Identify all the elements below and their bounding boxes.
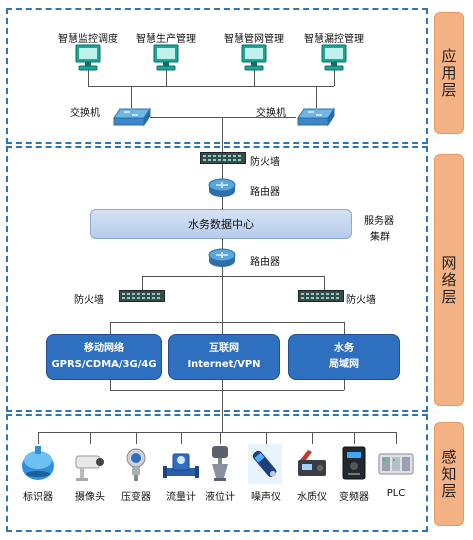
terminal-label-3: 智慧管网管理 [224, 34, 284, 45]
camera-icon [75, 455, 104, 481]
water-lan-box: 水务 局域网 [288, 334, 400, 380]
computer-icon [241, 44, 267, 71]
water-quality-meter-icon [298, 450, 326, 476]
network-bus-line [110, 322, 344, 323]
device-drop-4 [181, 432, 182, 444]
device-drop-3 [136, 432, 137, 444]
network-bottom-bus [110, 390, 344, 391]
net-lan-up [344, 322, 345, 334]
fw-left-drop [142, 276, 143, 290]
device-label-pressure: 压变器 [121, 492, 151, 503]
app-switch-right-up [316, 86, 317, 108]
device-label-water-quality: 水质仪 [297, 492, 327, 503]
terminal-label-4: 智慧漏控管理 [304, 34, 364, 45]
marker-icon [22, 446, 54, 480]
device-drop-2 [90, 432, 91, 444]
device-drop-6 [266, 432, 267, 444]
server-cluster-label-1: 服务器 [364, 216, 394, 227]
device-drop-5 [220, 432, 221, 444]
fw-right-drop [324, 276, 325, 290]
computer-icon [321, 44, 347, 71]
computer-icon [153, 44, 179, 71]
device-drop-7 [312, 432, 313, 444]
water-lan-subtitle: 局域网 [329, 359, 359, 370]
net-trunk-2 [222, 239, 223, 309]
firewall-right-label: 防火墙 [346, 295, 376, 306]
net-to-devices [222, 380, 223, 432]
device-label-inverter: 变频器 [339, 492, 369, 503]
device-bus-line [38, 432, 396, 433]
router-icon [208, 178, 236, 197]
server-cluster-label-2: 集群 [370, 232, 390, 243]
firewall-icon [119, 290, 165, 302]
mobile-network-box: 移动网络 GPRS/CDMA/3G/4G [46, 334, 162, 380]
firewall-bus-line [142, 276, 324, 277]
perception-zone [6, 414, 428, 532]
internet-subtitle: Internet/VPN [187, 359, 261, 370]
device-label-camera: 摄像头 [75, 492, 105, 503]
app-switch-left-up [131, 86, 132, 108]
switch-right-label: 交换机 [256, 108, 286, 119]
water-lan-title: 水务 [334, 343, 354, 354]
inverter-icon [342, 446, 366, 480]
application-layer-label: 应用层 [439, 47, 458, 99]
network-layer-label: 网络层 [439, 254, 458, 306]
router-icon [208, 248, 236, 267]
router-top-label: 路由器 [250, 187, 280, 198]
terminal-label-2: 智慧生产管理 [136, 34, 196, 45]
app-drop-4 [334, 70, 335, 86]
switch-left-label: 交换机 [70, 108, 100, 119]
app-drop-2 [166, 70, 167, 86]
device-label-noise: 噪声仪 [251, 492, 281, 503]
firewall-icon [298, 290, 344, 302]
app-drop-3 [254, 70, 255, 86]
net-mobile-up [110, 322, 111, 334]
device-drop-1 [38, 432, 39, 444]
flow-meter-icon [163, 453, 199, 478]
switch-icon [113, 107, 151, 127]
level-meter-icon [212, 446, 228, 481]
perception-layer-label: 感知层 [439, 448, 458, 500]
data-center-label: 水务数据中心 [188, 218, 254, 231]
network-layer-tab: 网络层 [434, 154, 464, 406]
router-bottom-label: 路由器 [250, 257, 280, 268]
device-label-plc: PLC [386, 488, 406, 499]
app-bus-line [88, 86, 334, 87]
network-zone [6, 146, 428, 412]
app-drop-1 [88, 70, 89, 86]
perception-layer-tab: 感知层 [434, 422, 464, 526]
plc-icon [378, 453, 414, 475]
device-drop-8 [354, 432, 355, 444]
mobile-network-subtitle: GPRS/CDMA/3G/4G [51, 359, 157, 370]
mobile-network-title: 移动网络 [84, 343, 124, 354]
internet-title: 互联网 [209, 343, 239, 354]
net-lan-down [344, 380, 345, 390]
data-center: 水务数据中心 [90, 209, 352, 239]
switch-icon [297, 107, 335, 127]
noise-logger-icon [248, 444, 282, 484]
firewall-top-label: 防火墙 [250, 157, 280, 168]
switch-link-line [150, 117, 296, 118]
internet-box: 互联网 Internet/VPN [168, 334, 280, 380]
device-label-flow: 流量计 [166, 492, 196, 503]
application-zone [6, 8, 428, 144]
device-drop-9 [396, 432, 397, 444]
computer-icon [75, 44, 101, 71]
pressure-transmitter-icon [126, 448, 146, 481]
terminal-label-1: 智慧监控调度 [58, 34, 118, 45]
device-label-marker: 标识器 [23, 492, 53, 503]
net-internet-up [222, 309, 223, 334]
firewall-icon [200, 152, 246, 164]
app-to-firewall [222, 117, 223, 152]
application-layer-tab: 应用层 [434, 12, 464, 134]
net-mobile-down [110, 380, 111, 390]
device-label-level: 液位计 [205, 492, 235, 503]
firewall-left-label: 防火墙 [74, 295, 104, 306]
